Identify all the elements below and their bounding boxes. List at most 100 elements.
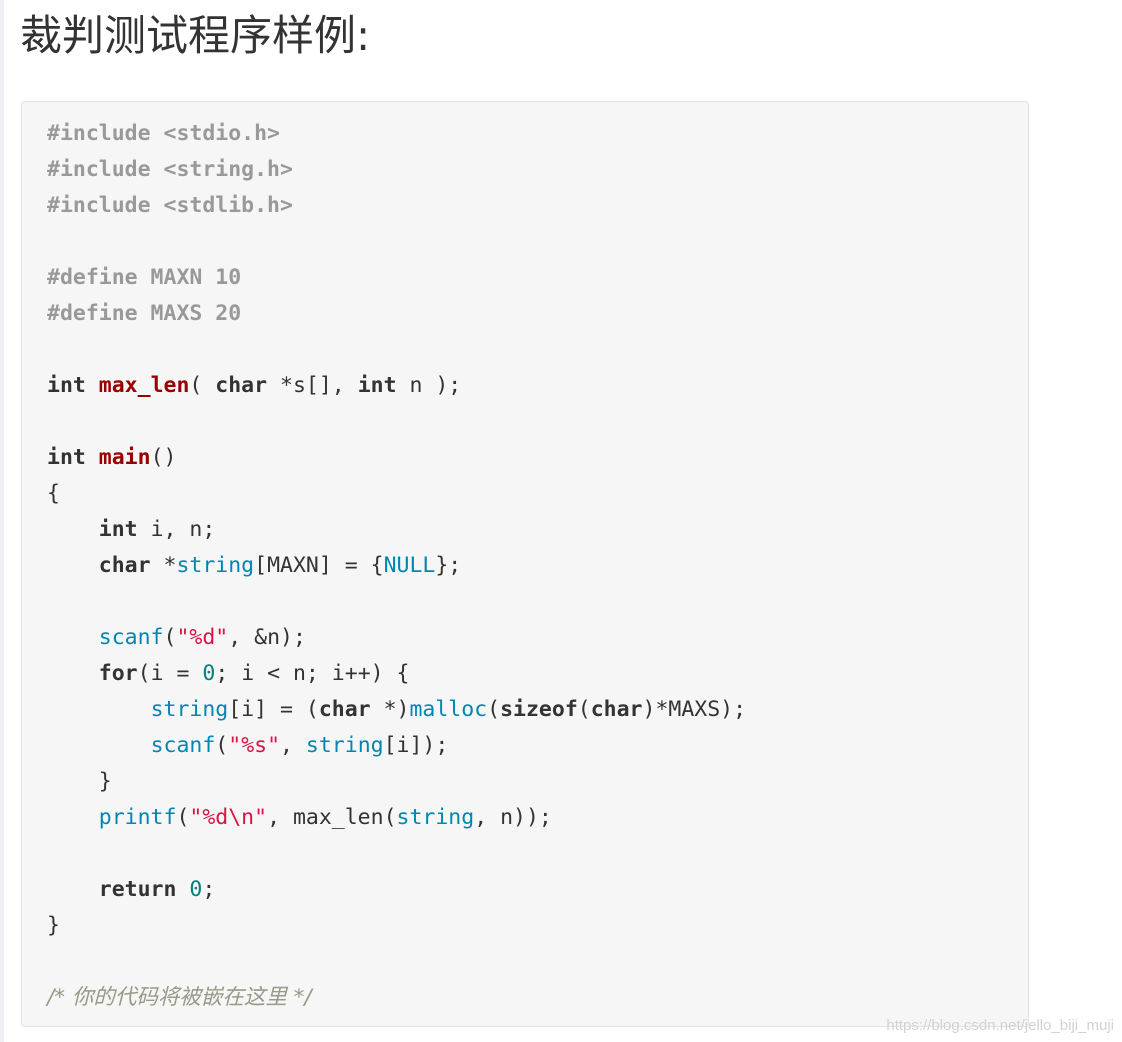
code-line: return 0;	[47, 872, 746, 908]
code-token	[47, 877, 99, 902]
code-line	[47, 944, 746, 980]
code-token: *s[],	[267, 373, 358, 398]
code-token: (	[487, 697, 501, 722]
code-line: {	[47, 476, 746, 512]
code-line: int max_len( char *s[], int n );	[47, 368, 746, 404]
code-token-builtin: scanf	[98, 625, 164, 650]
code-token: ()	[150, 445, 177, 470]
code-token: *)	[370, 697, 410, 722]
code-token: , &n);	[228, 625, 306, 650]
code-token: n );	[396, 373, 462, 398]
code-token-comment: /* 你的代码将被嵌在这里 */	[47, 985, 312, 1010]
code-token: ; i < n; i++) {	[215, 661, 410, 686]
code-line	[47, 404, 746, 440]
code-token-preprocessor: #include <stdlib.h>	[47, 193, 293, 218]
code-line: /* 你的代码将被嵌在这里 */	[47, 980, 746, 1016]
code-token: (i =	[137, 661, 203, 686]
code-token-keyword: sizeof	[500, 697, 578, 722]
code-token-builtin: string	[150, 697, 229, 722]
code-token	[86, 445, 99, 470]
code-line	[47, 836, 746, 872]
code-token: (	[189, 373, 216, 398]
code-token-preprocessor: #include <string.h>	[47, 157, 293, 182]
code-token-preprocessor: #define MAXS 20	[47, 301, 242, 326]
code-token: ;	[202, 877, 216, 902]
code-token-builtin: scanf	[150, 733, 216, 758]
code-line: }	[47, 764, 746, 800]
code-token: [MAXN] = {	[254, 553, 384, 578]
page-left-border	[0, 0, 4, 1042]
watermark: https://blog.csdn.net/jello_biji_muji	[886, 1017, 1114, 1034]
code-line: char *string[MAXN] = {NULL};	[47, 548, 746, 584]
code-token-number: 0	[202, 661, 216, 686]
code-line: int main()	[47, 440, 746, 476]
code-token	[176, 877, 189, 902]
code-token: , n));	[474, 805, 552, 830]
code-token	[47, 697, 151, 722]
code-token-keyword: for	[98, 661, 138, 686]
code-line	[47, 332, 746, 368]
code-token-builtin: printf	[98, 805, 177, 830]
code-token: }	[47, 769, 112, 794]
code-line: for(i = 0; i < n; i++) {	[47, 656, 746, 692]
code-token-preprocessor: #include <stdio.h>	[47, 121, 280, 146]
code-line: #include <string.h>	[47, 152, 746, 188]
code-line: scanf("%s", string[i]);	[47, 728, 746, 764]
code-line: int i, n;	[47, 512, 746, 548]
code-line: #include <stdlib.h>	[47, 188, 746, 224]
code-token: };	[435, 553, 462, 578]
code-token-keyword: int	[357, 373, 397, 398]
code-line: string[i] = (char *)malloc(sizeof(char)*…	[47, 692, 747, 728]
code-token	[47, 661, 99, 686]
code-token	[47, 517, 99, 542]
code-content[interactable]: #include <stdio.h> #include <string.h> #in…	[47, 116, 746, 1016]
code-line: printf("%d\n", max_len(string, n));	[47, 800, 746, 836]
code-token: *	[150, 553, 177, 578]
code-token-builtin: string	[176, 553, 255, 578]
code-token-builtin: malloc	[409, 697, 488, 722]
code-token	[47, 733, 151, 758]
code-token: (	[577, 697, 591, 722]
code-token-keyword: char	[215, 373, 268, 398]
code-line: #define MAXN 10	[47, 260, 746, 296]
code-token-string-literal: "%d\n"	[189, 805, 268, 830]
code-token-string-literal: "%d"	[176, 625, 229, 650]
code-token: [i] = (	[228, 697, 319, 722]
code-token: )*MAXS);	[642, 697, 747, 722]
code-line: #define MAXS 20	[47, 296, 746, 332]
code-token-keyword: char	[318, 697, 371, 722]
code-token-keyword: return	[98, 877, 177, 902]
code-block[interactable]: #include <stdio.h> #include <string.h> #in…	[21, 101, 1029, 1027]
code-token-keyword: char	[98, 553, 151, 578]
code-line: scanf("%d", &n);	[47, 620, 746, 656]
code-token: ,	[280, 733, 306, 758]
code-line: }	[47, 908, 746, 944]
code-line	[47, 224, 746, 260]
code-token-keyword: char	[590, 697, 643, 722]
code-token-keyword: int	[98, 517, 138, 542]
code-token	[47, 625, 99, 650]
code-token: (	[215, 733, 229, 758]
code-token: i, n;	[137, 517, 216, 542]
code-token: (	[176, 805, 190, 830]
code-line	[47, 584, 746, 620]
code-token-function-name: main	[98, 445, 151, 470]
code-line: #include <stdio.h>	[47, 116, 746, 152]
code-token-keyword: int	[47, 373, 86, 398]
code-token: {	[47, 481, 60, 506]
code-token	[47, 553, 99, 578]
code-token-builtin: string	[396, 805, 475, 830]
code-token: (	[163, 625, 177, 650]
code-token	[86, 373, 99, 398]
code-token-keyword: int	[47, 445, 86, 470]
code-token-number: 0	[189, 877, 203, 902]
code-token: , max_len(	[267, 805, 397, 830]
code-token: }	[47, 913, 60, 938]
code-token-function-name: max_len	[98, 373, 190, 398]
code-token-builtin: NULL	[383, 553, 436, 578]
code-token-preprocessor: #define MAXN 10	[47, 265, 242, 290]
code-token: [i]);	[383, 733, 449, 758]
page-title: 裁判测试程序样例:	[20, 11, 371, 60]
code-token	[47, 805, 99, 830]
code-token-builtin: string	[305, 733, 384, 758]
